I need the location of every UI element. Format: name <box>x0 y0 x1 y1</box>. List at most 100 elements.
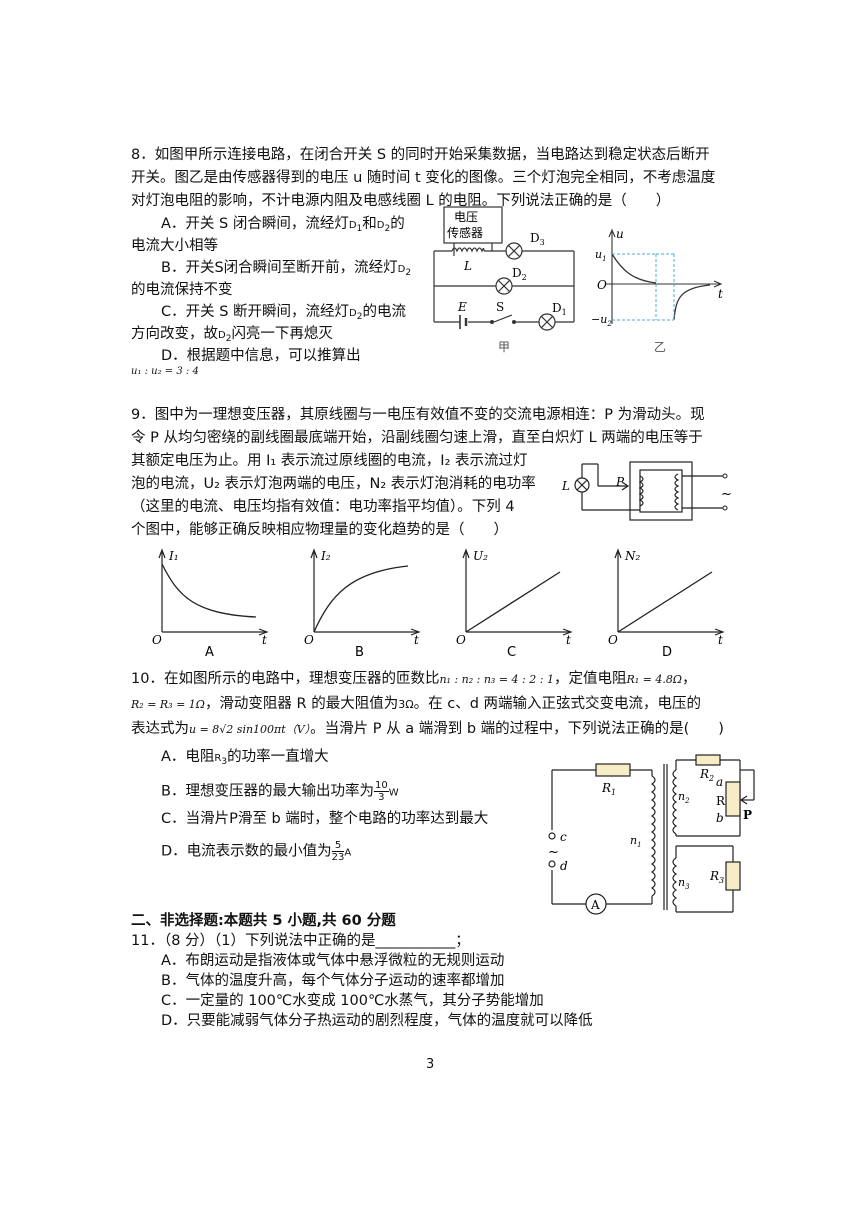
switch-contact <box>490 320 494 324</box>
origin: O <box>608 633 618 647</box>
q8-option-c-line2-d: D <box>218 330 226 341</box>
decay-curve <box>611 253 657 284</box>
q11-option-d: D．只要能减弱气体分子热运动的剧烈程度，气体的温度就可以降低 <box>161 1013 593 1029</box>
label-R: R <box>716 794 726 808</box>
q9-graph-b: I₂ O t B <box>304 548 421 658</box>
terminal-c <box>548 832 556 840</box>
q8-option-d: D．根据题中信息，可以推算出 <box>161 348 361 364</box>
sensor-label-1: 电压 <box>454 210 478 224</box>
xlabel: t <box>262 633 267 647</box>
inductor-coil <box>451 247 485 253</box>
switch-contact <box>512 320 516 324</box>
q9-stem-line3: 其额定电压为止。用 I₁ 表示流过原线圈的电流，I₂ 表示流过灯 <box>131 453 528 469</box>
caption: C <box>507 645 516 658</box>
q9-stem-line1: 9．图中为一理想变压器，其原线圈与一电压有效值不变的交流电源相连：P 为滑动头。… <box>131 407 705 423</box>
q10-option-a-r-sub: 3 <box>221 757 228 767</box>
q8-stem-line3: 对灯泡电阻的影响，不计电源内阻及电感线圈 L 的电阻。下列说法正确的是（ ） <box>131 193 671 209</box>
label-P: P <box>615 475 625 489</box>
ylabel: U₂ <box>473 549 488 563</box>
caption: D <box>662 645 672 658</box>
q10-option-b-text: B．理想变压器的最大输出功率为 <box>161 783 374 800</box>
reverse-decay-curve <box>673 284 711 321</box>
terminal <box>722 473 728 479</box>
label-n1: n1 <box>630 834 642 849</box>
u-axis-arrow <box>608 228 616 238</box>
q8-circuit-diagram-jia: 电压 传感器 L D3 D2 D1 E S 甲 <box>433 206 575 354</box>
label-a: a <box>716 775 723 789</box>
q10-stem-line3: 表达式为u = 8√2 sin100πt（V）。当滑片 P 从 a 端滑到 b … <box>131 719 724 740</box>
origin: O <box>152 633 162 647</box>
primary-coil <box>650 775 656 897</box>
q10-stem-text: 表达式为 <box>131 721 189 737</box>
caption: B <box>355 645 364 658</box>
q9-stem-line4: 泡的电流，U₂ 表示灯泡两端的电压，N₂ 表示灯泡消耗的电功率 <box>131 476 536 492</box>
q10-option-a-text: A．电阻 <box>161 749 215 765</box>
q11-stem: 11．（8 分）（1）下列说法中正确的是___________； <box>131 933 470 949</box>
q10-r-max: 3Ω <box>398 698 414 711</box>
q8-voltage-graph-yi: u u1 O t −u2 乙 <box>592 227 723 354</box>
q10-option-a: A．电阻R3的功率一直增大 <box>161 747 329 772</box>
sensor-label-2: 传感器 <box>447 225 483 240</box>
resistor-r1 <box>595 763 631 777</box>
q10-option-b-unit: W <box>388 787 399 799</box>
label-u2: −u2 <box>592 313 612 328</box>
q10-option-d-unit: A <box>344 847 352 859</box>
label-t: t <box>718 287 723 301</box>
resistor-r3 <box>725 861 741 891</box>
q11-option-a: A．布朗运动是指液体或气体中悬浮微粒的无规则运动 <box>161 953 505 969</box>
label-d: d <box>560 859 568 873</box>
q10-circuit-diagram: R1 R2 R3 c ~ d n1 n2 n3 a R b P A <box>548 754 755 915</box>
q10-option-d-text: D．电流表示数的最小值为 <box>161 843 332 860</box>
q8-option-a-line2: 电流大小相等 <box>131 238 218 254</box>
q10-stem-text: ，定值电阻 <box>553 671 627 687</box>
q8-option-c-line2-tail: 闪亮一下再熄灭 <box>231 326 333 342</box>
rheostat-r <box>725 781 741 817</box>
label-R2: R2 <box>699 767 714 783</box>
q8-option-a-d1: D <box>348 220 357 231</box>
q8-option-a-tail: 的 <box>390 216 405 232</box>
ac-symbol: ~ <box>548 845 559 860</box>
i1-curve <box>161 563 257 618</box>
q11-option-c: C．一定量的 100℃水变成 100℃水蒸气，其分子势能增加 <box>161 993 544 1009</box>
section-2-title: 二、非选择题:本题共 5 小题,共 60 分题 <box>131 913 396 929</box>
q8-option-a-d2: D <box>376 220 385 231</box>
ylabel: I₁ <box>168 549 179 563</box>
q10-option-a-tail: 的功率一直增大 <box>227 749 329 765</box>
q9-stem-line6: 个图中，能够正确反映相应物理量的变化趋势的是（ ） <box>131 522 508 538</box>
label-R3: R3 <box>709 869 724 885</box>
secondary-coil-n3 <box>672 857 678 907</box>
label-L: L <box>463 259 472 273</box>
label-D1: D1 <box>552 301 567 317</box>
q8-option-a-d1-sub: 1 <box>356 224 363 234</box>
label-R1: R1 <box>601 781 616 797</box>
label-b: b <box>716 811 724 825</box>
q11-option-b: B．气体的温度升高，每个气体分子运动的速率都增加 <box>161 973 505 989</box>
q8-option-a-and: 和 <box>362 216 377 232</box>
caption-jia: 甲 <box>498 340 510 354</box>
q8-option-b-line2: 的电流保持不变 <box>131 282 233 298</box>
q10-stem-text: 。在 c、d 两端输入正弦式交变电流，电压的 <box>413 696 702 712</box>
q9-stem-line2: 令 P 从均匀密绕的副线圈最底端开始，沿副线圈匀速上滑，直至白炽灯 L 两端的电… <box>131 430 703 446</box>
origin: O <box>304 633 314 647</box>
xlabel: t <box>566 633 571 647</box>
origin: O <box>456 633 466 647</box>
q8-stem-line1: 8．如图甲所示连接电路，在闭合开关 S 的同时开始采集数据，当电路达到稳定状态后… <box>131 147 710 163</box>
q10-stem-text: 。当滑片 P 从 a 端滑到 b 端的过程中，下列说法正确的是( ) <box>310 721 724 737</box>
ylabel: N₂ <box>624 549 641 563</box>
q8-option-c-line2-d-sub: 2 <box>225 334 232 344</box>
label-P: P <box>743 808 752 822</box>
q9-graph-a: I₁ O t A <box>152 548 269 658</box>
caption: A <box>205 645 214 658</box>
q8-option-c-d: D <box>349 308 357 319</box>
q9-graph-d: N₂ O t D <box>608 548 725 658</box>
caption-yi: 乙 <box>654 340 666 354</box>
voltage-sensor-box <box>443 206 503 244</box>
q10-stem-line1: 10．在如图所示的电路中，理想变压器的匝数比n₁ : n₂ : n₃ = 4 :… <box>131 669 696 690</box>
label-n3: n3 <box>678 876 690 891</box>
q8-option-c-d-sub: 2 <box>356 312 363 322</box>
q10-option-c: C．当滑片P滑至 b 端时，整个电路的功率达到最大 <box>161 811 489 827</box>
label-origin: O <box>597 278 607 292</box>
q9-transformer-diagram: L P ~ <box>561 461 732 521</box>
